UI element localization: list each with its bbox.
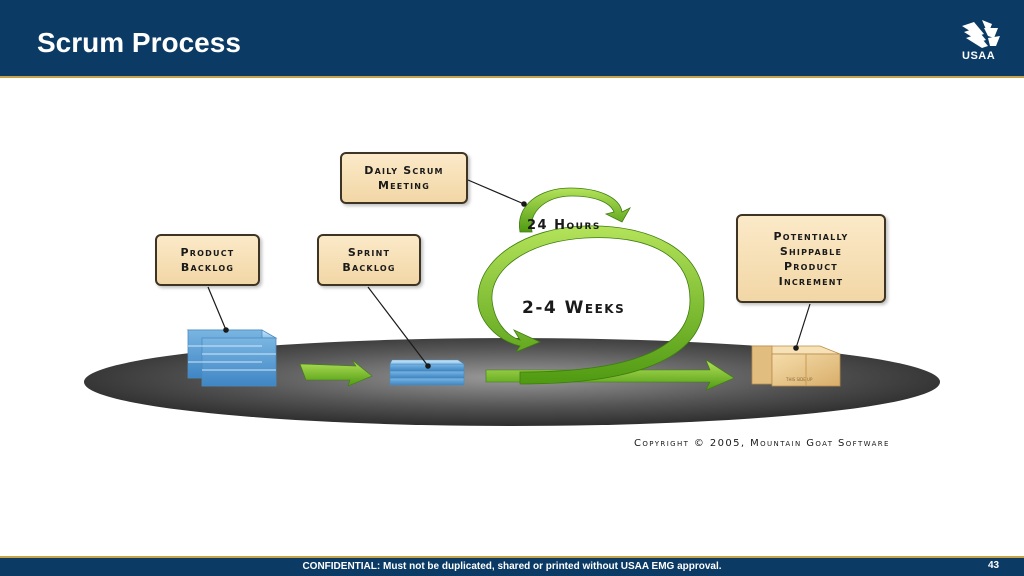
connector-lines <box>207 179 811 369</box>
hours-label: 24 Hours <box>527 218 601 233</box>
diagram-graphic <box>84 179 940 426</box>
daily-scrum-label: Daily Scrum Meeting <box>340 152 468 204</box>
box-stamp: THIS SIDE UP <box>786 377 813 382</box>
shippable-increment-label: Potentially Shippable Product Increment <box>736 214 886 303</box>
scrum-diagram: THIS SIDE UP Daily Scrum Meeting Product… <box>0 80 1024 556</box>
title-bar: Scrum Process USAA <box>0 0 1024 78</box>
shippable-box <box>751 345 841 387</box>
footer-bar: CONFIDENTIAL: Must not be duplicated, sh… <box>0 556 1024 576</box>
sprint-backlog-label: Sprint Backlog <box>317 234 421 286</box>
daily-cycle-loop <box>518 187 632 233</box>
slide-title: Scrum Process <box>37 27 241 58</box>
page-number: 43 <box>988 560 1000 571</box>
weeks-label: 2-4 Weeks <box>522 298 626 318</box>
product-backlog-stack <box>186 329 278 387</box>
copyright-text: Copyright © 2005, Mountain Goat Software <box>634 438 890 449</box>
usaa-eagle-logo <box>962 20 1000 48</box>
usaa-logo-text: USAA <box>962 50 996 62</box>
sprint-cycle-loop <box>477 225 705 385</box>
arrow-to-sprint-backlog <box>299 359 373 387</box>
product-backlog-label: Product Backlog <box>155 234 260 286</box>
confidential-notice: CONFIDENTIAL: Must not be duplicated, sh… <box>302 561 722 572</box>
